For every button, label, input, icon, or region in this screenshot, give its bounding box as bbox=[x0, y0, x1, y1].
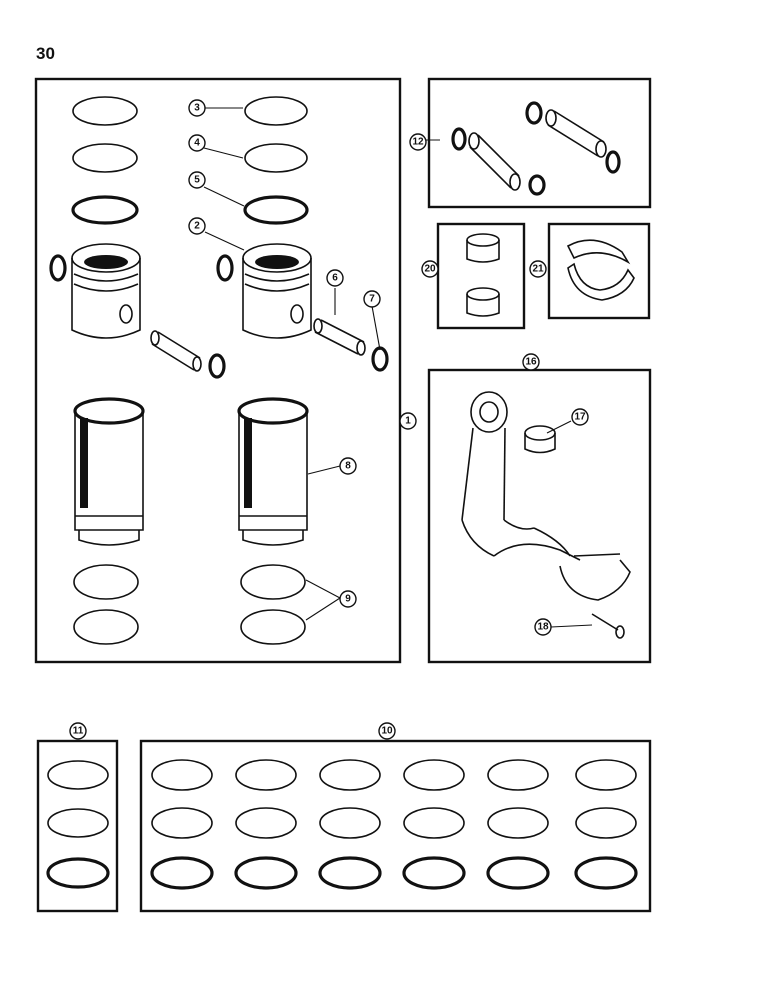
leader-lines bbox=[203, 107, 593, 628]
piston-pin-kit bbox=[451, 101, 621, 196]
svg-text:1: 1 bbox=[405, 416, 411, 427]
callout-18: 18 bbox=[534, 618, 552, 636]
oil-ring bbox=[486, 856, 550, 890]
sleeve-seal-ring-upper bbox=[240, 564, 306, 600]
ring-set-engine-frame bbox=[139, 739, 652, 913]
svg-text:18: 18 bbox=[537, 622, 549, 633]
oil-ring bbox=[318, 856, 382, 890]
rod-bushing bbox=[524, 425, 556, 441]
callout-17: 17 bbox=[571, 408, 589, 426]
ring-set-single-frame bbox=[36, 739, 119, 913]
callout-9: 9 bbox=[339, 590, 357, 608]
callout-5: 5 bbox=[188, 171, 206, 189]
sleeve-seal-ring-lower bbox=[73, 609, 139, 645]
svg-text:5: 5 bbox=[194, 175, 200, 186]
sleeve-seal-ring-lower bbox=[240, 609, 306, 645]
compression-ring bbox=[575, 807, 637, 839]
oil-ring bbox=[234, 856, 298, 890]
compression-ring bbox=[487, 807, 549, 839]
svg-text:8: 8 bbox=[345, 461, 351, 472]
svg-text:2: 2 bbox=[194, 221, 200, 232]
callout-16: 16 bbox=[522, 353, 540, 371]
svg-text:11: 11 bbox=[73, 726, 84, 737]
compression-ring bbox=[151, 807, 213, 839]
cylinder-sleeve bbox=[237, 397, 309, 546]
svg-text:9: 9 bbox=[345, 594, 351, 605]
pin-bushings bbox=[466, 233, 500, 317]
compression-ring bbox=[487, 759, 549, 791]
compression-ring bbox=[235, 807, 297, 839]
oil-ring bbox=[243, 195, 309, 225]
rod-bearing-shells bbox=[566, 239, 635, 301]
callout-12: 12 bbox=[409, 133, 427, 151]
compression-ring bbox=[235, 759, 297, 791]
oil-ring bbox=[71, 195, 139, 225]
callout-8: 8 bbox=[339, 457, 357, 475]
left-piston-assembly bbox=[49, 96, 226, 645]
compression-ring-second bbox=[244, 143, 308, 173]
oil-ring bbox=[574, 856, 638, 890]
pin-bushing-frame bbox=[436, 222, 526, 330]
svg-text:7: 7 bbox=[369, 294, 375, 305]
callout-10: 10 bbox=[378, 722, 396, 740]
callout-1: 1 bbox=[399, 412, 417, 430]
compression-ring-top bbox=[72, 96, 138, 126]
compression-ring bbox=[403, 759, 465, 791]
piston-pin bbox=[150, 330, 202, 372]
piston-pin bbox=[313, 318, 366, 356]
cylinder-sleeve bbox=[73, 397, 145, 546]
svg-text:3: 3 bbox=[194, 103, 200, 114]
piston-pin-retainer bbox=[49, 254, 67, 282]
callout-20: 20 bbox=[421, 260, 439, 278]
sleeve-seal-ring-upper bbox=[73, 564, 139, 600]
piston bbox=[71, 243, 141, 339]
piston-pin-retainer bbox=[371, 346, 389, 372]
page-number: 30 bbox=[36, 44, 55, 63]
callout-11: 11 bbox=[69, 722, 87, 740]
svg-text:21: 21 bbox=[532, 264, 544, 275]
compression-ring-top bbox=[244, 96, 308, 126]
compression-ring bbox=[319, 807, 381, 839]
ring-set-engine bbox=[150, 759, 638, 890]
callout-6: 6 bbox=[326, 269, 344, 287]
oil-ring bbox=[402, 856, 466, 890]
rod-bearing-frame bbox=[547, 222, 651, 320]
svg-text:10: 10 bbox=[381, 726, 393, 737]
piston-pin-retainer bbox=[216, 254, 234, 282]
compression-ring bbox=[319, 759, 381, 791]
cylinder-sleeve-kit-frame bbox=[34, 77, 402, 664]
piston-pin-retainer bbox=[208, 353, 226, 379]
svg-text:4: 4 bbox=[194, 138, 200, 149]
svg-text:17: 17 bbox=[574, 412, 586, 423]
compression-ring bbox=[151, 759, 213, 791]
svg-text:20: 20 bbox=[424, 264, 436, 275]
compression-ring bbox=[403, 807, 465, 839]
compression-ring-second bbox=[72, 143, 138, 173]
callout-4: 4 bbox=[188, 134, 206, 152]
oil-ring bbox=[150, 856, 214, 890]
svg-text:12: 12 bbox=[412, 137, 424, 148]
callout-2: 2 bbox=[188, 217, 206, 235]
connecting-rod-frame bbox=[427, 368, 652, 664]
callout-3: 3 bbox=[188, 99, 206, 117]
callout-7: 7 bbox=[363, 290, 381, 308]
svg-text:6: 6 bbox=[332, 273, 338, 284]
compression-ring bbox=[575, 759, 637, 791]
piston bbox=[242, 243, 312, 339]
right-piston-assembly bbox=[216, 96, 389, 645]
connecting-rod bbox=[461, 391, 631, 639]
svg-text:16: 16 bbox=[525, 357, 537, 368]
callout-labels: 3 4 5 2 6 7 1 8 9 12 20 21 16 17 18 11 1… bbox=[69, 99, 589, 740]
ring-set-single bbox=[46, 760, 110, 889]
piston-pin-kit-frame bbox=[427, 77, 652, 209]
callout-21: 21 bbox=[529, 260, 547, 278]
